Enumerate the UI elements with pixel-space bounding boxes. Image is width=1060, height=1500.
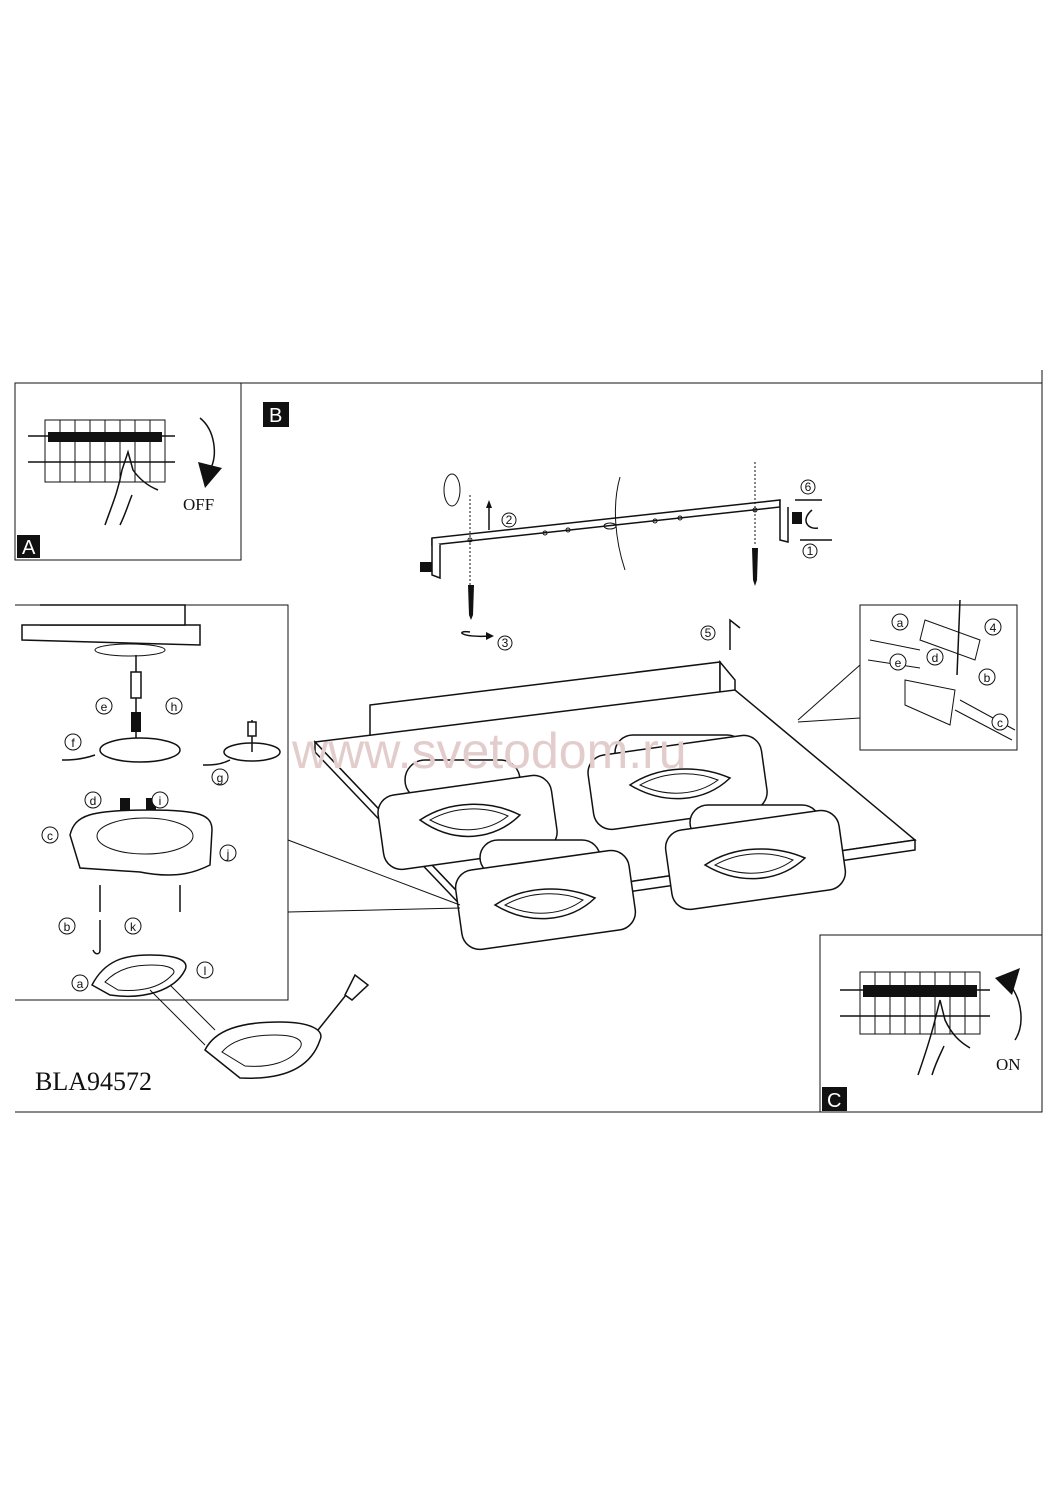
detail-label-l: l [196,961,214,979]
step-label-1: 1 [802,543,818,559]
step-label-6: 6 [800,479,816,495]
svg-text:5: 5 [705,626,712,640]
svg-text:b: b [64,920,71,934]
svg-text:c: c [47,829,53,843]
circuit-breaker-icon [840,971,990,1035]
detail-label-k: k [124,917,142,935]
off-label: OFF [183,495,214,514]
inset-label-a: a [891,613,909,631]
detail-label-i: i [151,791,169,809]
light-head [454,839,637,951]
hand-icon [917,999,971,1076]
screw-icon [752,548,758,586]
step-label-5: 5 [700,625,716,641]
svg-text:d: d [90,794,97,808]
panel-c-power-on: ON C [819,934,1043,1113]
ceiling-lamp-fixture [313,659,917,951]
svg-text:3: 3 [502,636,509,650]
detail-label-c: c [41,826,59,844]
svg-text:1: 1 [807,544,814,558]
section-a-label: A [22,537,36,559]
svg-text:k: k [130,920,137,934]
svg-text:2: 2 [506,513,513,527]
svg-text:i: i [159,794,162,808]
detail-label-g: g [211,768,229,786]
detail-label-h: h [165,697,183,715]
svg-text:l: l [204,964,207,978]
wiring-detail-inset: a 4 e d b c [797,599,1018,751]
watermark: www.svetodom.ru [291,723,687,779]
svg-text:4: 4 [990,621,997,635]
svg-text:6: 6 [805,480,812,494]
screw-icon [468,585,474,620]
svg-text:b: b [984,671,991,685]
svg-text:e: e [895,656,902,670]
svg-text:f: f [71,736,75,750]
light-head [664,804,847,911]
inset-label-c: c [991,713,1009,731]
step-label-2: 2 [501,512,517,528]
svg-text:a: a [897,616,904,630]
detail-label-e: e [95,697,113,715]
circuit-breaker-icon [28,419,175,483]
svg-text:j: j [226,847,230,861]
svg-text:d: d [932,651,939,665]
svg-text:h: h [171,700,178,714]
step-label-4: 4 [984,618,1002,636]
wall-plug-icon [443,473,461,507]
section-b-label: B [269,405,282,427]
mounting-bracket [420,462,832,640]
step-label-3: 3 [497,635,513,651]
inset-label-b: b [978,668,996,686]
detail-label-d: d [84,791,102,809]
svg-text:g: g [217,771,224,785]
detail-label-f: f [64,733,82,751]
inset-label-e: e [889,653,907,671]
lamp-head-detail-panel [15,604,461,1079]
detail-label-a: a [71,974,89,992]
svg-text:c: c [997,716,1003,730]
svg-text:e: e [101,700,108,714]
section-c-label: C [827,1090,841,1112]
inset-label-d: d [926,648,944,666]
detail-label-b: b [58,917,76,935]
panel-a-power-off: OFF A [14,382,242,561]
detail-label-j: j [219,844,237,862]
svg-text:a: a [77,977,84,991]
hand-icon [104,449,159,526]
rotate-arrow-icon [199,417,216,471]
model-code: BLA94572 [35,1067,152,1096]
on-label: ON [996,1055,1021,1074]
